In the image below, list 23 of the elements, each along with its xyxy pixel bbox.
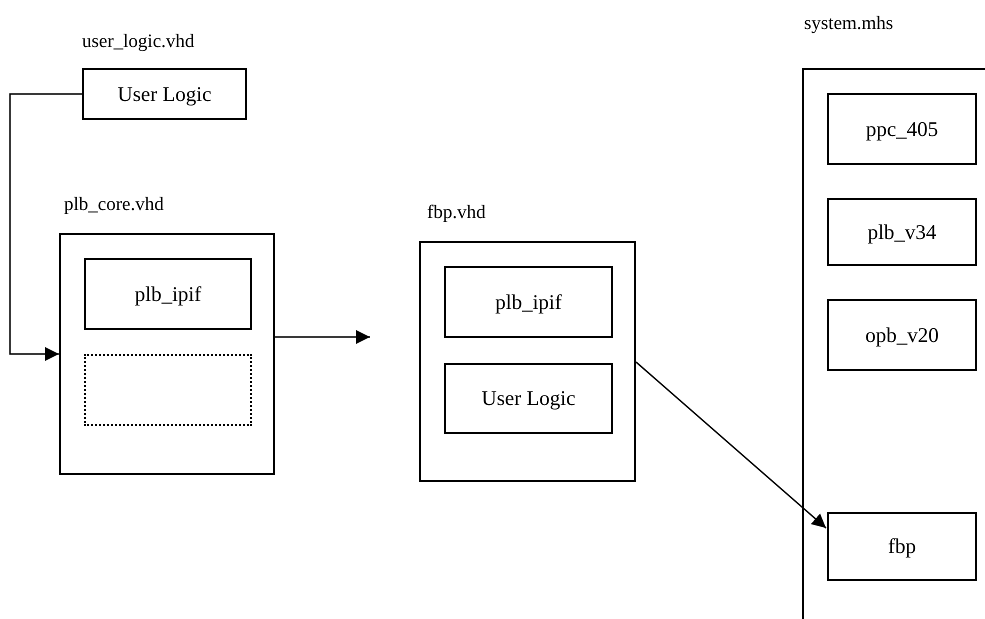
block-box: [827, 512, 977, 581]
arrow: [275, 330, 370, 344]
block-label: User Logic: [118, 84, 212, 104]
file-name: fbp.vhd: [427, 203, 486, 222]
block-box: [444, 266, 613, 338]
block-label: ppc_405: [866, 118, 938, 140]
block-label: User Logic: [482, 388, 576, 409]
block-box: [827, 299, 977, 371]
block-box: [827, 198, 977, 266]
block-box: [827, 93, 977, 165]
arrow: [636, 361, 826, 529]
arrow: [9, 93, 82, 361]
block-box: [84, 258, 252, 330]
placeholder-box: [84, 354, 252, 426]
block-box: [444, 363, 613, 434]
file-name: user_logic.vhd: [82, 32, 194, 51]
file-name: system.mhs: [804, 14, 894, 33]
block-label: opb_v20: [865, 324, 939, 346]
block-label: plb_ipif: [134, 284, 202, 304]
file-name: plb_core.vhd: [64, 195, 164, 214]
block-label: fbp: [888, 536, 916, 557]
block-label: plb_v34: [868, 222, 936, 242]
block-label: plb_ipif: [495, 292, 562, 312]
